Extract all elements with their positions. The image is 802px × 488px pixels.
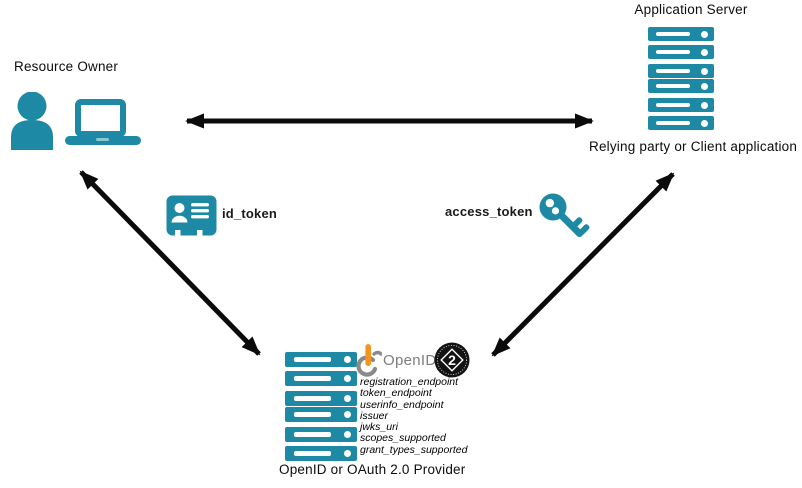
server-rack-row xyxy=(285,427,357,442)
server-rack-row xyxy=(648,27,714,41)
server-rack-row xyxy=(648,64,714,78)
application-server-label: Application Server xyxy=(634,2,748,17)
id-card-icon xyxy=(166,195,217,236)
arrow-provider-appserver xyxy=(491,172,675,357)
server-rack-row xyxy=(285,391,357,406)
openid-wordmark: OpenID xyxy=(383,352,437,369)
server-rack-row xyxy=(285,407,357,422)
endpoint-item: jwks_uri xyxy=(360,421,398,434)
server-rack-row xyxy=(285,371,357,386)
endpoint-item: userinfo_endpoint xyxy=(360,398,444,411)
endpoint-item: registration_endpoint xyxy=(360,376,459,388)
openid-logo-glyph xyxy=(356,344,382,377)
key-icon xyxy=(539,193,590,238)
endpoint-item: scopes_supported xyxy=(360,432,446,445)
server-rack-row xyxy=(648,116,714,130)
endpoint-item: grant_types_supported xyxy=(360,443,468,456)
endpoint-item: token_endpoint xyxy=(360,387,432,400)
relying-party-label: Relying party or Client application xyxy=(589,139,798,154)
laptop-icon xyxy=(65,99,141,145)
provider-endpoints-list: registration_endpoint token_endpoint use… xyxy=(360,376,468,456)
endpoint-item: issuer xyxy=(360,409,389,422)
arrow-owner-provider xyxy=(79,170,261,356)
application-server-icon xyxy=(648,27,714,130)
server-rack-row xyxy=(648,98,714,112)
resource-owner-label: Resource Owner xyxy=(14,59,119,74)
id-token-label: id_token xyxy=(222,206,278,221)
provider-server-icon xyxy=(285,352,357,461)
server-rack-row xyxy=(648,79,714,93)
oauth2-badge-number: 2 xyxy=(448,352,456,368)
server-rack-row xyxy=(285,446,357,461)
person-icon xyxy=(11,92,53,150)
access-token-label: access_token xyxy=(445,204,533,219)
oauth2-badge-icon: 2 xyxy=(434,342,470,378)
server-rack-row xyxy=(285,352,357,367)
provider-label: OpenID or OAuth 2.0 Provider xyxy=(279,462,466,477)
server-rack-row xyxy=(648,45,714,59)
